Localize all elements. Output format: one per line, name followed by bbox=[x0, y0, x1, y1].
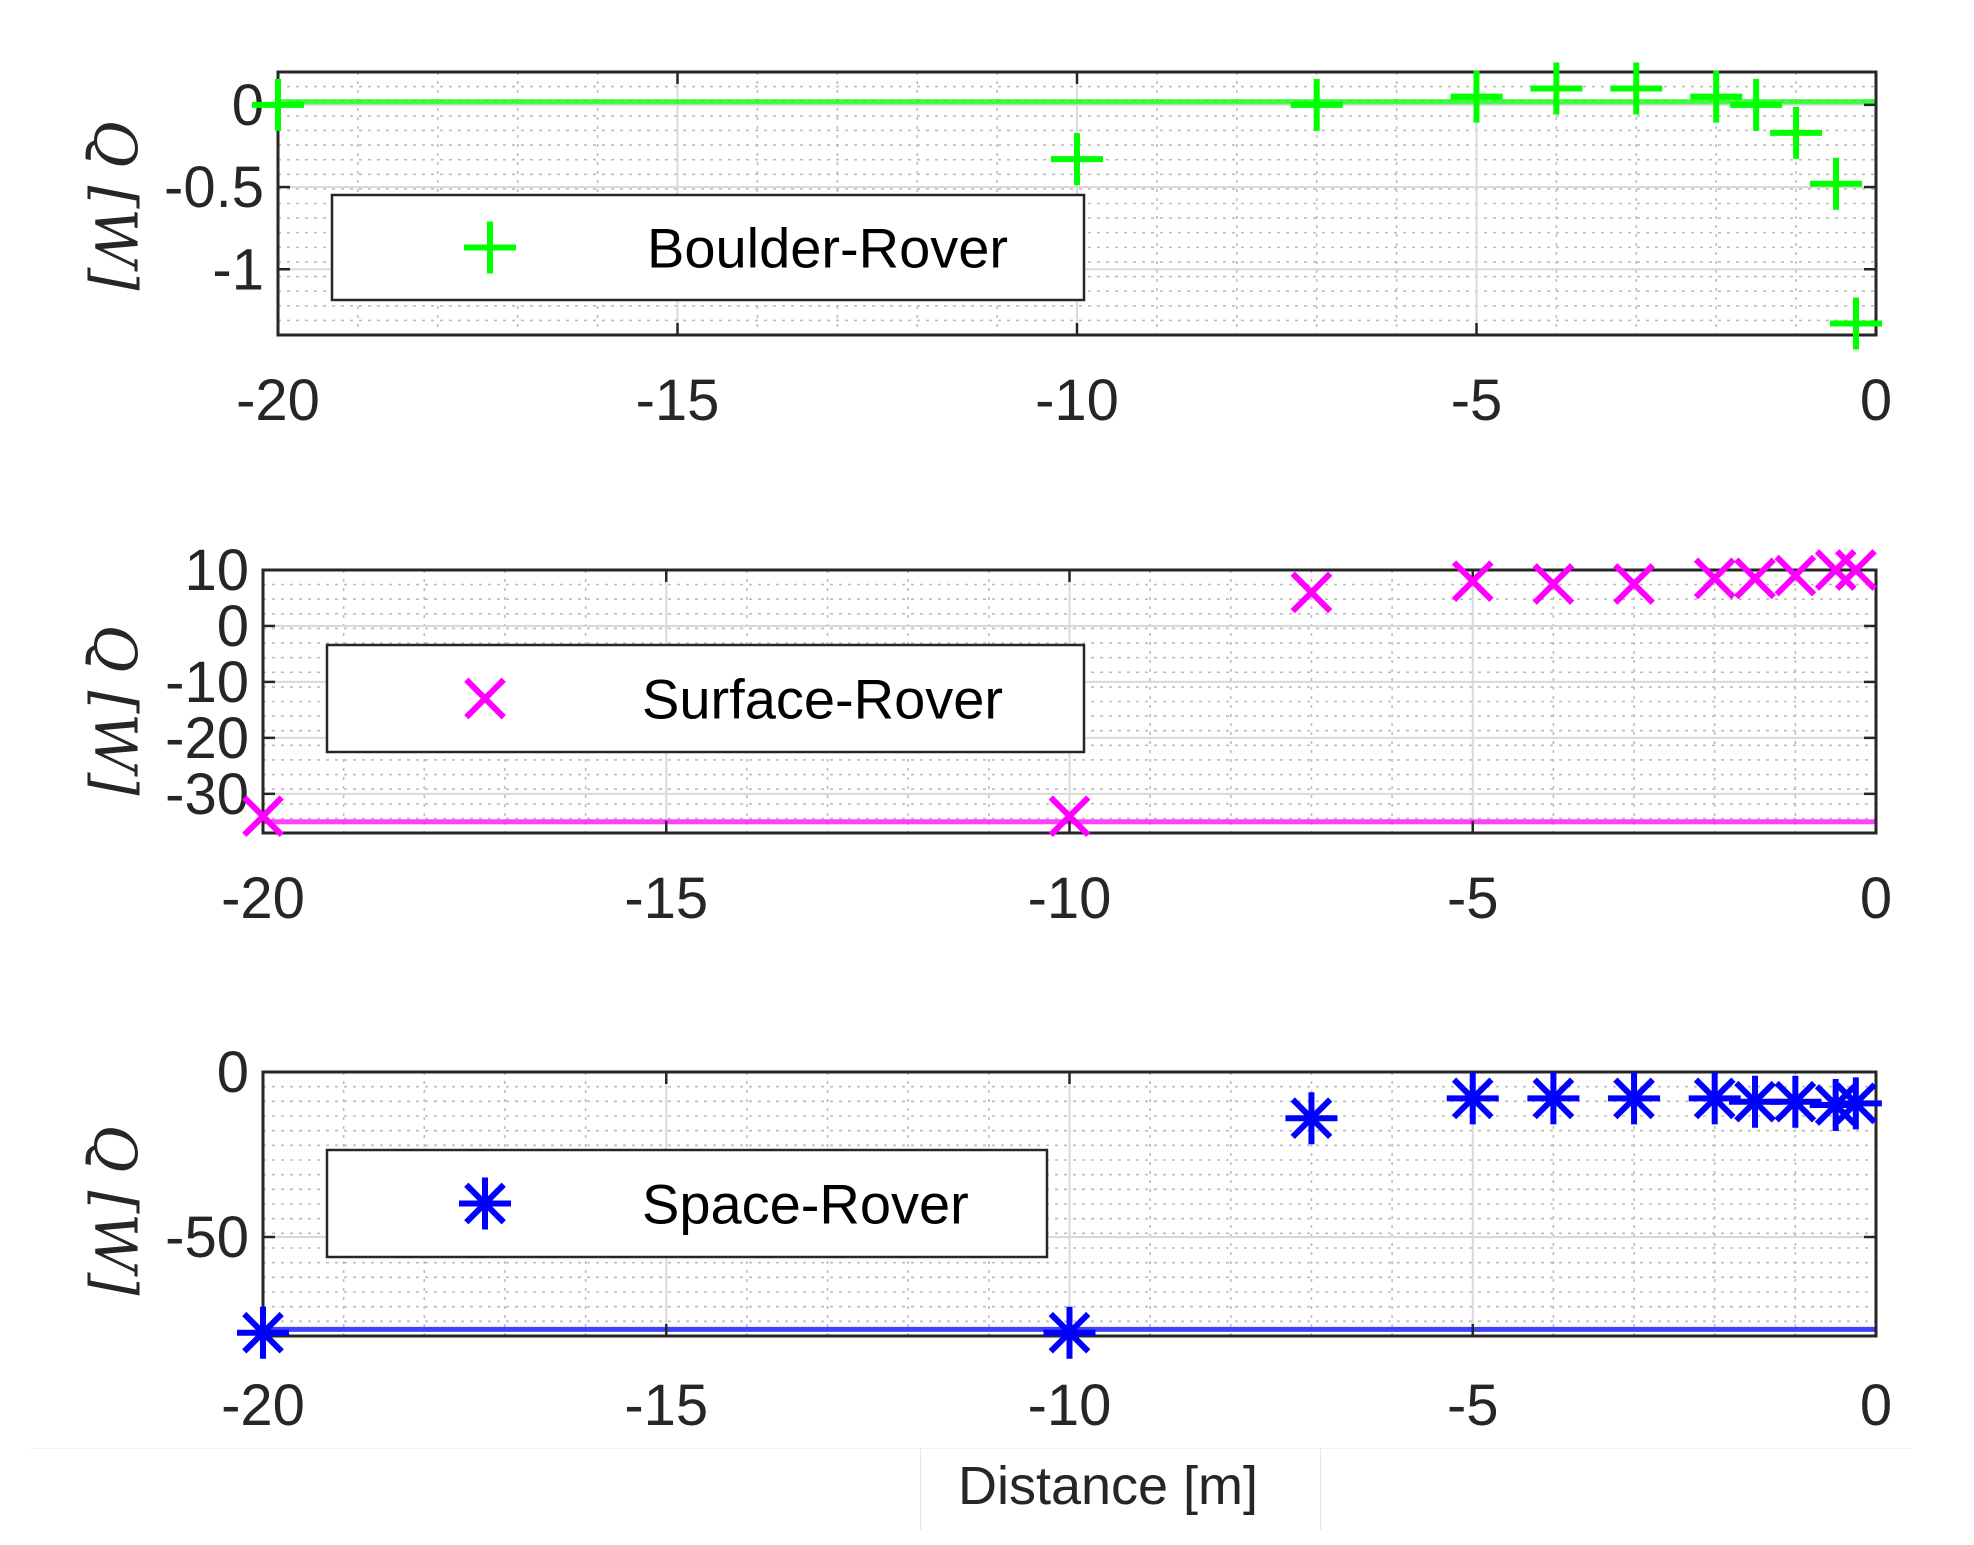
data-point bbox=[1688, 1072, 1741, 1125]
data-point bbox=[242, 795, 284, 838]
x-tick-label: 0 bbox=[1860, 1373, 1892, 1438]
x-tick-label: -15 bbox=[624, 1373, 708, 1438]
data-point bbox=[1043, 1306, 1096, 1359]
data-point bbox=[1693, 557, 1736, 600]
x-tick-label: 0 bbox=[1860, 368, 1892, 433]
data-point bbox=[1829, 1077, 1882, 1130]
x-tick-label: -10 bbox=[1028, 866, 1112, 931]
data-point bbox=[1810, 157, 1863, 210]
data-point bbox=[237, 1306, 289, 1359]
data-point bbox=[252, 78, 304, 131]
data-point bbox=[1608, 1072, 1661, 1125]
data-point bbox=[1290, 571, 1333, 614]
legend: Boulder-Rover bbox=[330, 193, 1086, 302]
data-point bbox=[1774, 554, 1817, 597]
data-point bbox=[1830, 297, 1883, 350]
y-tick-label: -1 bbox=[212, 237, 264, 302]
y-tick-label: -20 bbox=[165, 706, 249, 771]
y-tick-label: -0.5 bbox=[164, 155, 264, 220]
x-tick-label: -20 bbox=[221, 1373, 305, 1438]
y-tick-label: -10 bbox=[165, 650, 249, 715]
x-tick-label: -10 bbox=[1028, 1373, 1112, 1438]
legend: Space-Rover bbox=[325, 1148, 1049, 1259]
data-point bbox=[1451, 560, 1494, 603]
x-tick-label: -15 bbox=[624, 866, 708, 931]
data-point bbox=[1814, 549, 1857, 591]
data-point bbox=[1613, 563, 1655, 605]
data-point bbox=[1530, 62, 1583, 115]
legend-label: Boulder-Rover bbox=[647, 217, 1008, 280]
data-point bbox=[1690, 70, 1743, 123]
data-point bbox=[1290, 78, 1343, 131]
legend-label: Surface-Rover bbox=[642, 668, 1003, 731]
data-point bbox=[1532, 563, 1575, 605]
data-point bbox=[1770, 106, 1823, 159]
data-point bbox=[1446, 1072, 1499, 1125]
y-tick-label: 0 bbox=[217, 1040, 249, 1105]
data-point bbox=[1285, 1092, 1338, 1145]
data-point bbox=[1610, 62, 1663, 115]
data-point bbox=[1450, 70, 1503, 123]
x-tick-label: 0 bbox=[1860, 866, 1892, 931]
data-point bbox=[1730, 78, 1783, 131]
data-point bbox=[1527, 1072, 1580, 1125]
x-tick-label: -5 bbox=[1447, 1373, 1499, 1438]
y-tick-label: -50 bbox=[165, 1205, 249, 1270]
data-point bbox=[1048, 795, 1091, 838]
data-point bbox=[1769, 1075, 1822, 1128]
legend-marker bbox=[464, 677, 506, 720]
y-axis-label: Q [W] bbox=[81, 625, 149, 796]
x-tick-label: -20 bbox=[236, 368, 320, 433]
x-axis-label: Distance [m] bbox=[958, 1456, 1258, 1516]
data-point bbox=[1051, 133, 1103, 186]
y-axis-label: Q [W] bbox=[81, 1125, 149, 1296]
legend-marker bbox=[464, 221, 516, 274]
legend-marker bbox=[459, 1177, 511, 1230]
x-tick-label: -20 bbox=[221, 866, 305, 931]
data-point bbox=[1834, 549, 1877, 591]
x-tick-label: -10 bbox=[1035, 368, 1119, 433]
legend: Surface-Rover bbox=[325, 643, 1086, 754]
y-tick-label: 10 bbox=[184, 538, 249, 603]
legend-label: Space-Rover bbox=[642, 1173, 969, 1236]
x-tick-label: -15 bbox=[636, 368, 720, 433]
x-tick-label: -5 bbox=[1447, 866, 1499, 931]
y-axis-label: Q [W] bbox=[81, 120, 149, 291]
y-tick-label: -30 bbox=[165, 762, 249, 827]
data-point bbox=[1734, 557, 1776, 600]
x-tick-label: -5 bbox=[1451, 368, 1503, 433]
y-tick-label: 0 bbox=[217, 594, 249, 659]
